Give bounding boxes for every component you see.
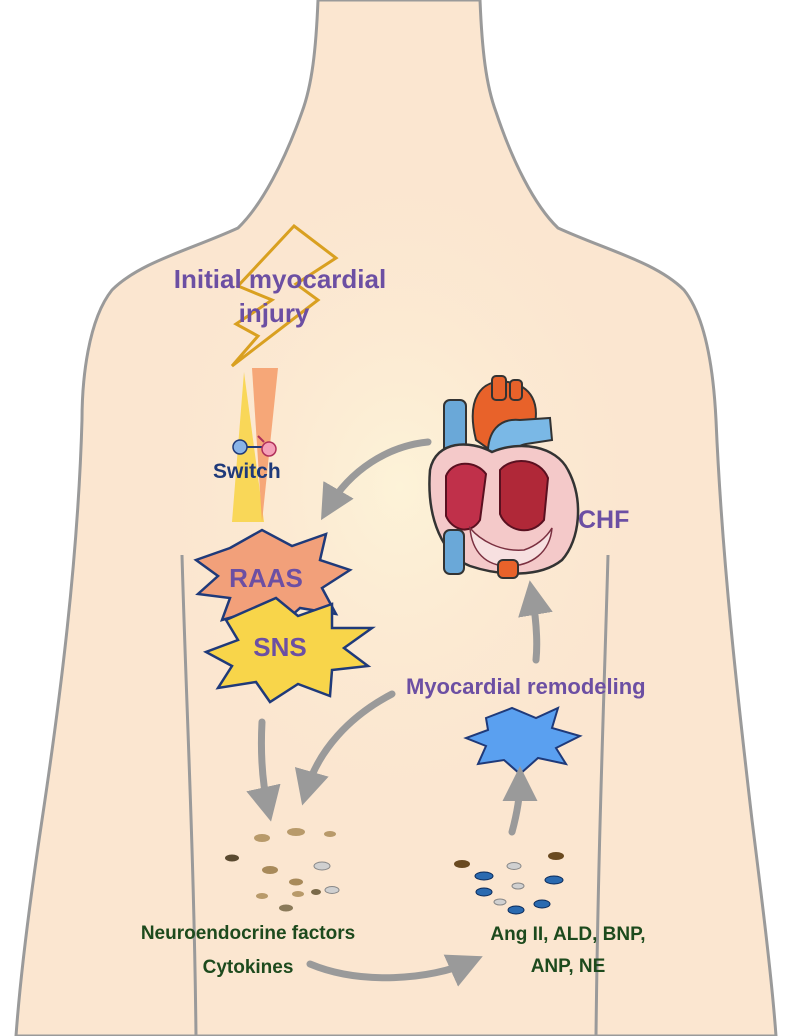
remodeling-starburst [463, 706, 583, 776]
mediators-label-line1: Ang II, ALD, BNP, [490, 924, 646, 945]
switch-icon [232, 435, 277, 457]
lightning-bolt-icon [230, 223, 339, 368]
arrow-mediators-to-burst [502, 766, 538, 836]
neuroendocrine-label: Neuroendocrine factors [140, 923, 356, 944]
initial-injury-label-line1: Initial myocardial [173, 264, 387, 294]
neuroendocrine-particles [225, 828, 340, 912]
chf-label: CHF [578, 506, 630, 534]
arrow-remodeling-to-factors [294, 690, 396, 806]
sns-starburst [202, 596, 376, 704]
mediator-particles [454, 852, 564, 915]
arrow-chf-to-raas [320, 438, 432, 521]
arrow-remodeling-to-chf [518, 580, 553, 664]
arrow-raas-to-factors [246, 718, 281, 822]
arrow-cytokines-to-mediators [306, 954, 483, 987]
left-arm-contour [180, 554, 198, 1036]
right-arm-contour [594, 554, 610, 1036]
raas-starburst [193, 528, 353, 630]
mediators-label-line2: ANP, NE [530, 956, 606, 977]
sns-label: SNS [253, 632, 307, 662]
remodeling-label: Myocardial remodeling [406, 674, 646, 699]
initial-injury-label-line2: injury [238, 298, 310, 328]
raas-label: RAAS [229, 563, 303, 593]
heart-illustration [428, 375, 580, 579]
switch-label: Switch [213, 460, 281, 483]
cytokines-label: Cytokines [202, 957, 294, 978]
